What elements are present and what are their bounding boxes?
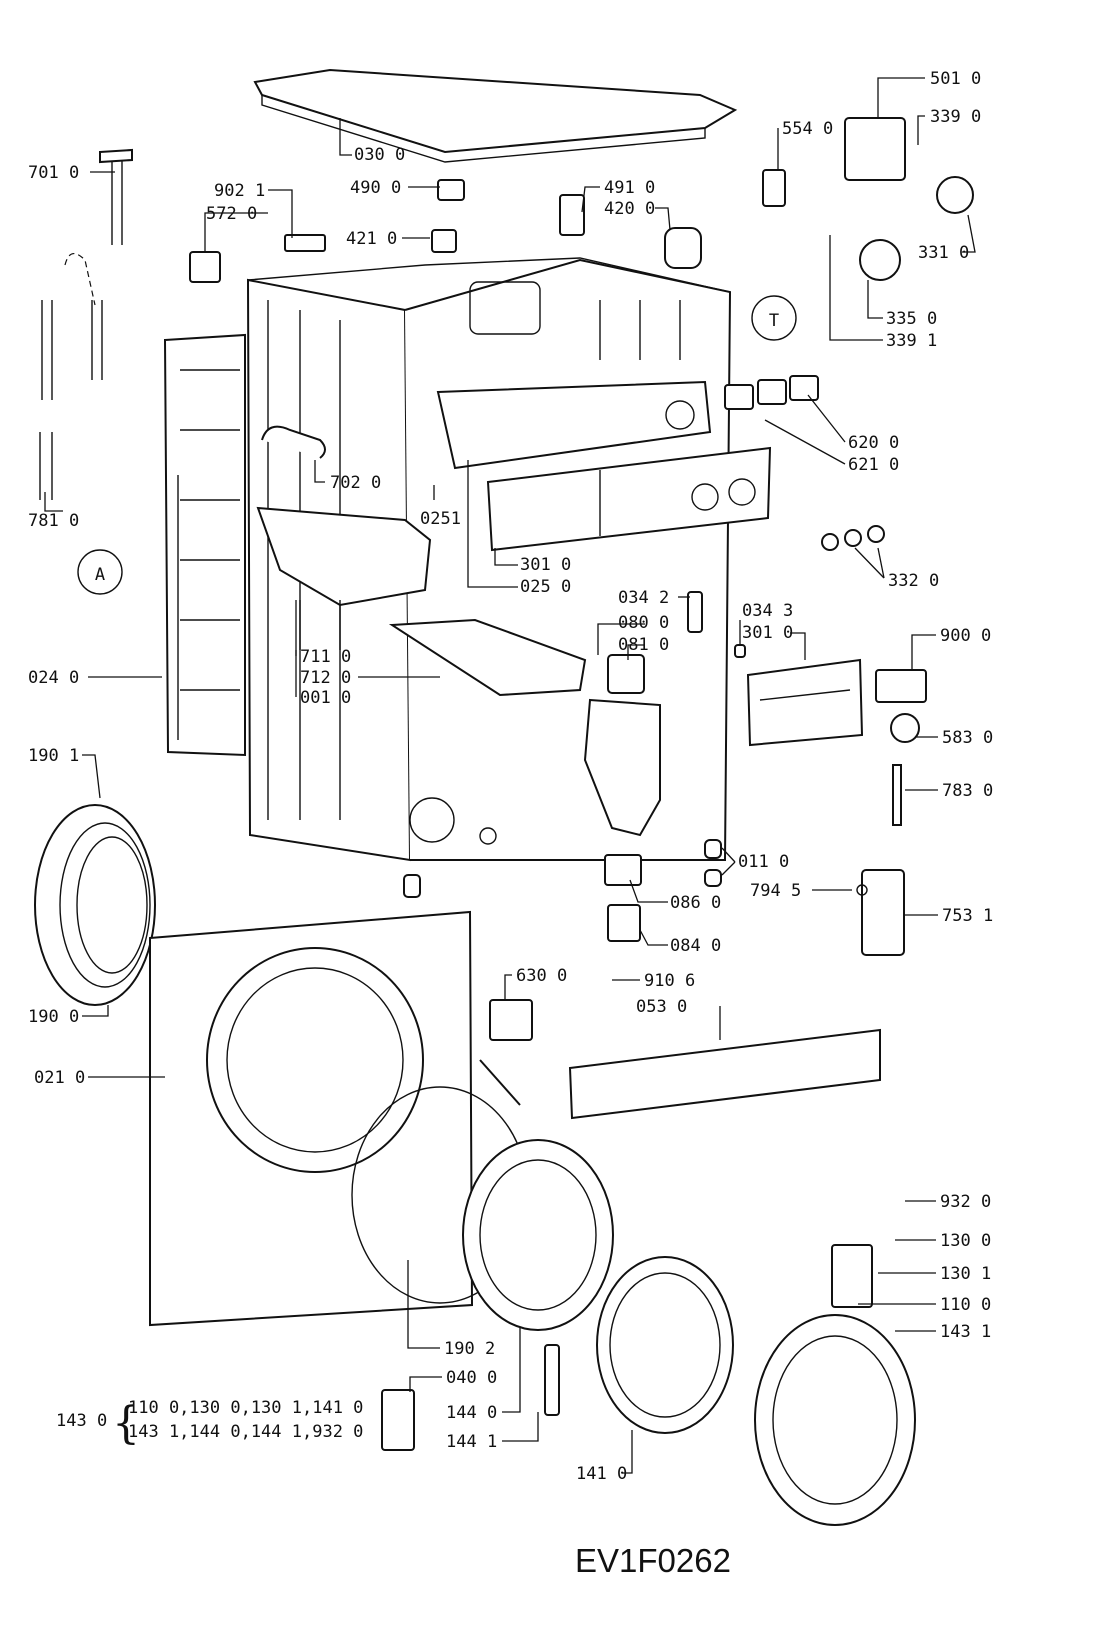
callout: 030 0 <box>354 145 405 165</box>
callout: 900 0 <box>940 626 991 646</box>
callout: 620 0 <box>848 433 899 453</box>
callout: 025 0 <box>520 577 571 597</box>
callout: 712 0 <box>300 668 351 688</box>
kit-note: 143 0 { 110 0,130 0,130 1,141 0 143 1,14… <box>56 1398 363 1449</box>
callout: 753 1 <box>942 906 993 926</box>
callout: 130 1 <box>940 1264 991 1284</box>
hoses <box>39 148 661 1106</box>
callout: 339 1 <box>886 331 937 351</box>
callout: 932 0 <box>940 1192 991 1212</box>
callout: 190 1 <box>28 746 79 766</box>
callout: 583 0 <box>942 728 993 748</box>
callout: 794 5 <box>750 881 801 901</box>
callout: 630 0 <box>516 966 567 986</box>
callout: 141 0 <box>576 1464 627 1484</box>
kit-brace: { <box>112 1398 140 1449</box>
callout: 701 0 <box>28 163 79 183</box>
callout: 190 0 <box>28 1007 79 1027</box>
drawing-code: EV1F0262 <box>575 1542 731 1579</box>
detergent-dispenser <box>256 506 864 747</box>
detail-marker-a: A <box>77 549 123 595</box>
svg-text:T: T <box>769 311 779 331</box>
callout: 144 1 <box>446 1432 497 1452</box>
front-panel <box>149 910 529 1327</box>
callout: 702 0 <box>330 473 381 493</box>
callout: 024 0 <box>28 668 79 688</box>
callout: 490 0 <box>350 178 401 198</box>
callout: 144 0 <box>446 1403 497 1423</box>
back-panel <box>163 333 246 757</box>
callout: 301 0 <box>520 555 571 575</box>
kit-label: 143 0 <box>56 1411 107 1431</box>
callout: 331 0 <box>918 243 969 263</box>
door-seal <box>34 804 156 1006</box>
callout: 110 0 <box>940 1295 991 1315</box>
top-lid <box>253 68 738 163</box>
callout: 902 1 <box>214 181 265 201</box>
callout: 081 0 <box>618 635 669 655</box>
callout: 301 0 <box>742 623 793 643</box>
control-panel <box>436 380 772 552</box>
callout: 711 0 <box>300 647 351 667</box>
callout: 783 0 <box>942 781 993 801</box>
kit-line-1: 110 0,130 0,130 1,141 0 <box>128 1398 363 1418</box>
callout: 781 0 <box>28 511 79 531</box>
detail-marker-t: T <box>751 295 797 341</box>
callout: 086 0 <box>670 893 721 913</box>
callout: 034 3 <box>742 601 793 621</box>
callout: 001 0 <box>300 688 351 708</box>
callout: 621 0 <box>848 455 899 475</box>
callout: 143 1 <box>940 1322 991 1342</box>
callout: 053 0 <box>636 997 687 1017</box>
callout: 130 0 <box>940 1231 991 1251</box>
callout: 339 0 <box>930 107 981 127</box>
callout: 335 0 <box>886 309 937 329</box>
callout: 021 0 <box>34 1068 85 1088</box>
callout: 420 0 <box>604 199 655 219</box>
svg-text:A: A <box>95 565 105 585</box>
callout: 011 0 <box>738 852 789 872</box>
callout: 190 2 <box>444 1339 495 1359</box>
kickplate <box>568 1028 881 1120</box>
door-assembly <box>462 1139 916 1526</box>
callout: 034 2 <box>618 588 669 608</box>
callout: 040 0 <box>446 1368 497 1388</box>
callout: 0251 <box>420 509 461 529</box>
kit-line-2: 143 1,144 0,144 1,932 0 <box>128 1422 363 1442</box>
small-components <box>189 117 974 1451</box>
callout: 491 0 <box>604 178 655 198</box>
callout: 910 6 <box>644 971 695 991</box>
leader-lines <box>44 77 976 1474</box>
callout: 572 0 <box>206 204 257 224</box>
callout: 332 0 <box>888 571 939 591</box>
callout: 080 0 <box>618 613 669 633</box>
callout: 421 0 <box>346 229 397 249</box>
callout: 084 0 <box>670 936 721 956</box>
callout-labels: 030 0 490 0 491 0 420 0 421 0 902 1 572 … <box>28 69 993 1484</box>
callout: 501 0 <box>930 69 981 89</box>
callout: 554 0 <box>782 119 833 139</box>
